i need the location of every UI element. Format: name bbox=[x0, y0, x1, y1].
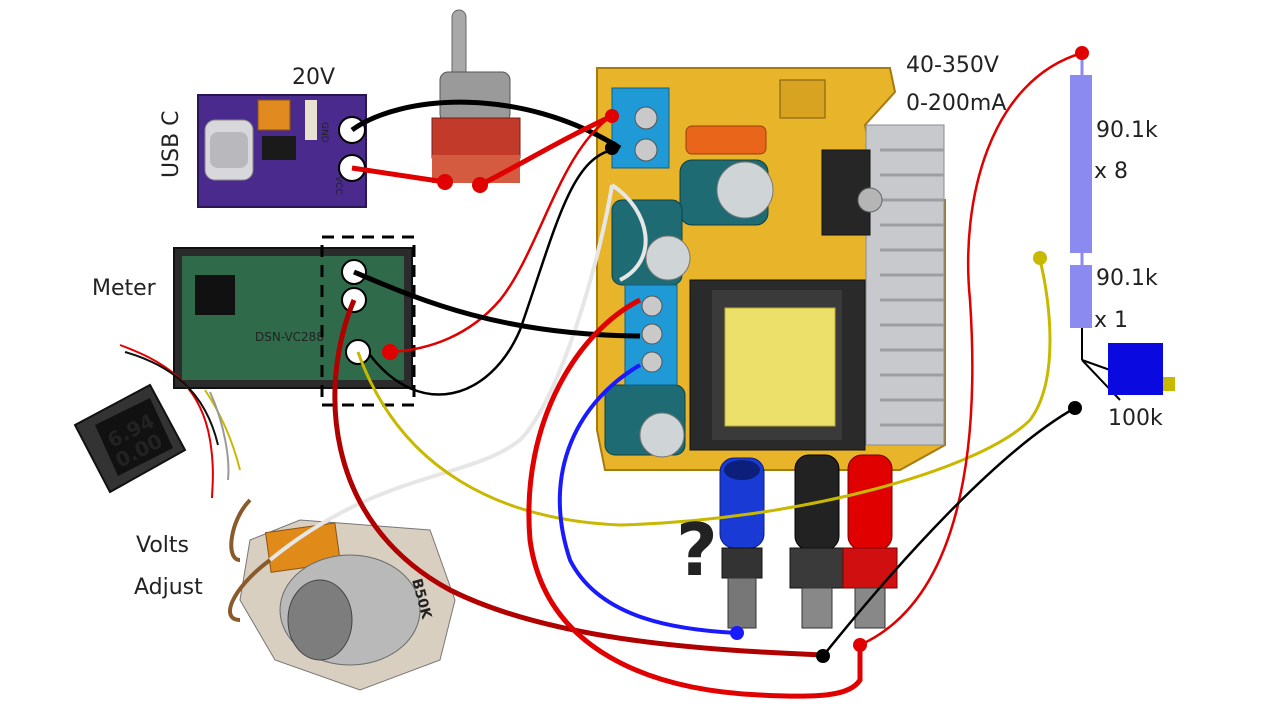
meter-label: Meter bbox=[92, 276, 157, 301]
vcc-pin-label: VCC bbox=[333, 176, 343, 195]
meter-board-text: DSN-VC288 bbox=[255, 330, 324, 344]
toggle-switch bbox=[431, 9, 521, 183]
wire-switch-to-converter bbox=[478, 113, 614, 188]
volts-adjust-label-line1: Volts bbox=[136, 533, 189, 558]
resistor-top-value-label: 90.1k bbox=[1096, 118, 1158, 143]
capacitor bbox=[679, 159, 774, 226]
black-binding-post bbox=[789, 454, 845, 629]
meter-board: DSN-VC288 bbox=[173, 247, 413, 389]
wire-white bbox=[268, 184, 614, 562]
capacitor bbox=[604, 384, 686, 458]
meter-connector-highlight bbox=[320, 235, 416, 407]
wire-ground-return bbox=[822, 406, 1076, 657]
heatsink bbox=[865, 124, 945, 446]
resistor-bottom bbox=[1070, 265, 1092, 328]
wire-blue-output bbox=[557, 363, 738, 635]
meter-display: 6.94 0.00 bbox=[73, 383, 187, 494]
output-voltage-label: 40-350V bbox=[906, 53, 999, 78]
output-current-label: 0-200mA bbox=[906, 91, 1006, 116]
resistor-bottom-value-label: 90.1k bbox=[1096, 266, 1158, 291]
wire-meter-power bbox=[389, 114, 613, 354]
wire-meter-negative bbox=[353, 269, 641, 339]
blue-binding-post bbox=[719, 457, 765, 629]
hv-converter-board bbox=[596, 67, 946, 471]
resistor-top bbox=[1070, 75, 1092, 253]
resistor-bottom-count-label: x 1 bbox=[1094, 308, 1128, 333]
dip-switch bbox=[257, 99, 291, 131]
wire-usb-gnd bbox=[350, 99, 622, 151]
wire-meter-hv-positive bbox=[332, 299, 824, 658]
red-binding-post bbox=[842, 454, 898, 629]
input-terminal-block bbox=[611, 87, 670, 169]
wire-sense-yellow bbox=[356, 259, 1052, 527]
wire-divider-top bbox=[859, 51, 1083, 647]
meter-chip bbox=[195, 275, 235, 315]
unknown-terminal-label: ? bbox=[676, 508, 718, 592]
volts-adjust-label-line2: Adjust bbox=[134, 575, 203, 600]
usb-c-label: USB C bbox=[159, 110, 184, 178]
resistor-top-count-label: x 8 bbox=[1094, 159, 1128, 184]
usb-c-board: GND VCC bbox=[197, 94, 367, 208]
potentiometer: B50K bbox=[239, 519, 456, 691]
input-voltage-label: 20V bbox=[292, 65, 335, 90]
wire-hv-positive bbox=[526, 297, 863, 699]
gnd-pin-label: GND bbox=[319, 122, 329, 143]
trimpot bbox=[1108, 343, 1163, 395]
transformer bbox=[689, 279, 866, 451]
wire-meter-ground bbox=[369, 148, 613, 396]
capacitor bbox=[611, 199, 691, 286]
trimpot-value-label: 100k bbox=[1108, 406, 1163, 431]
wire-usb-vcc bbox=[351, 165, 446, 185]
